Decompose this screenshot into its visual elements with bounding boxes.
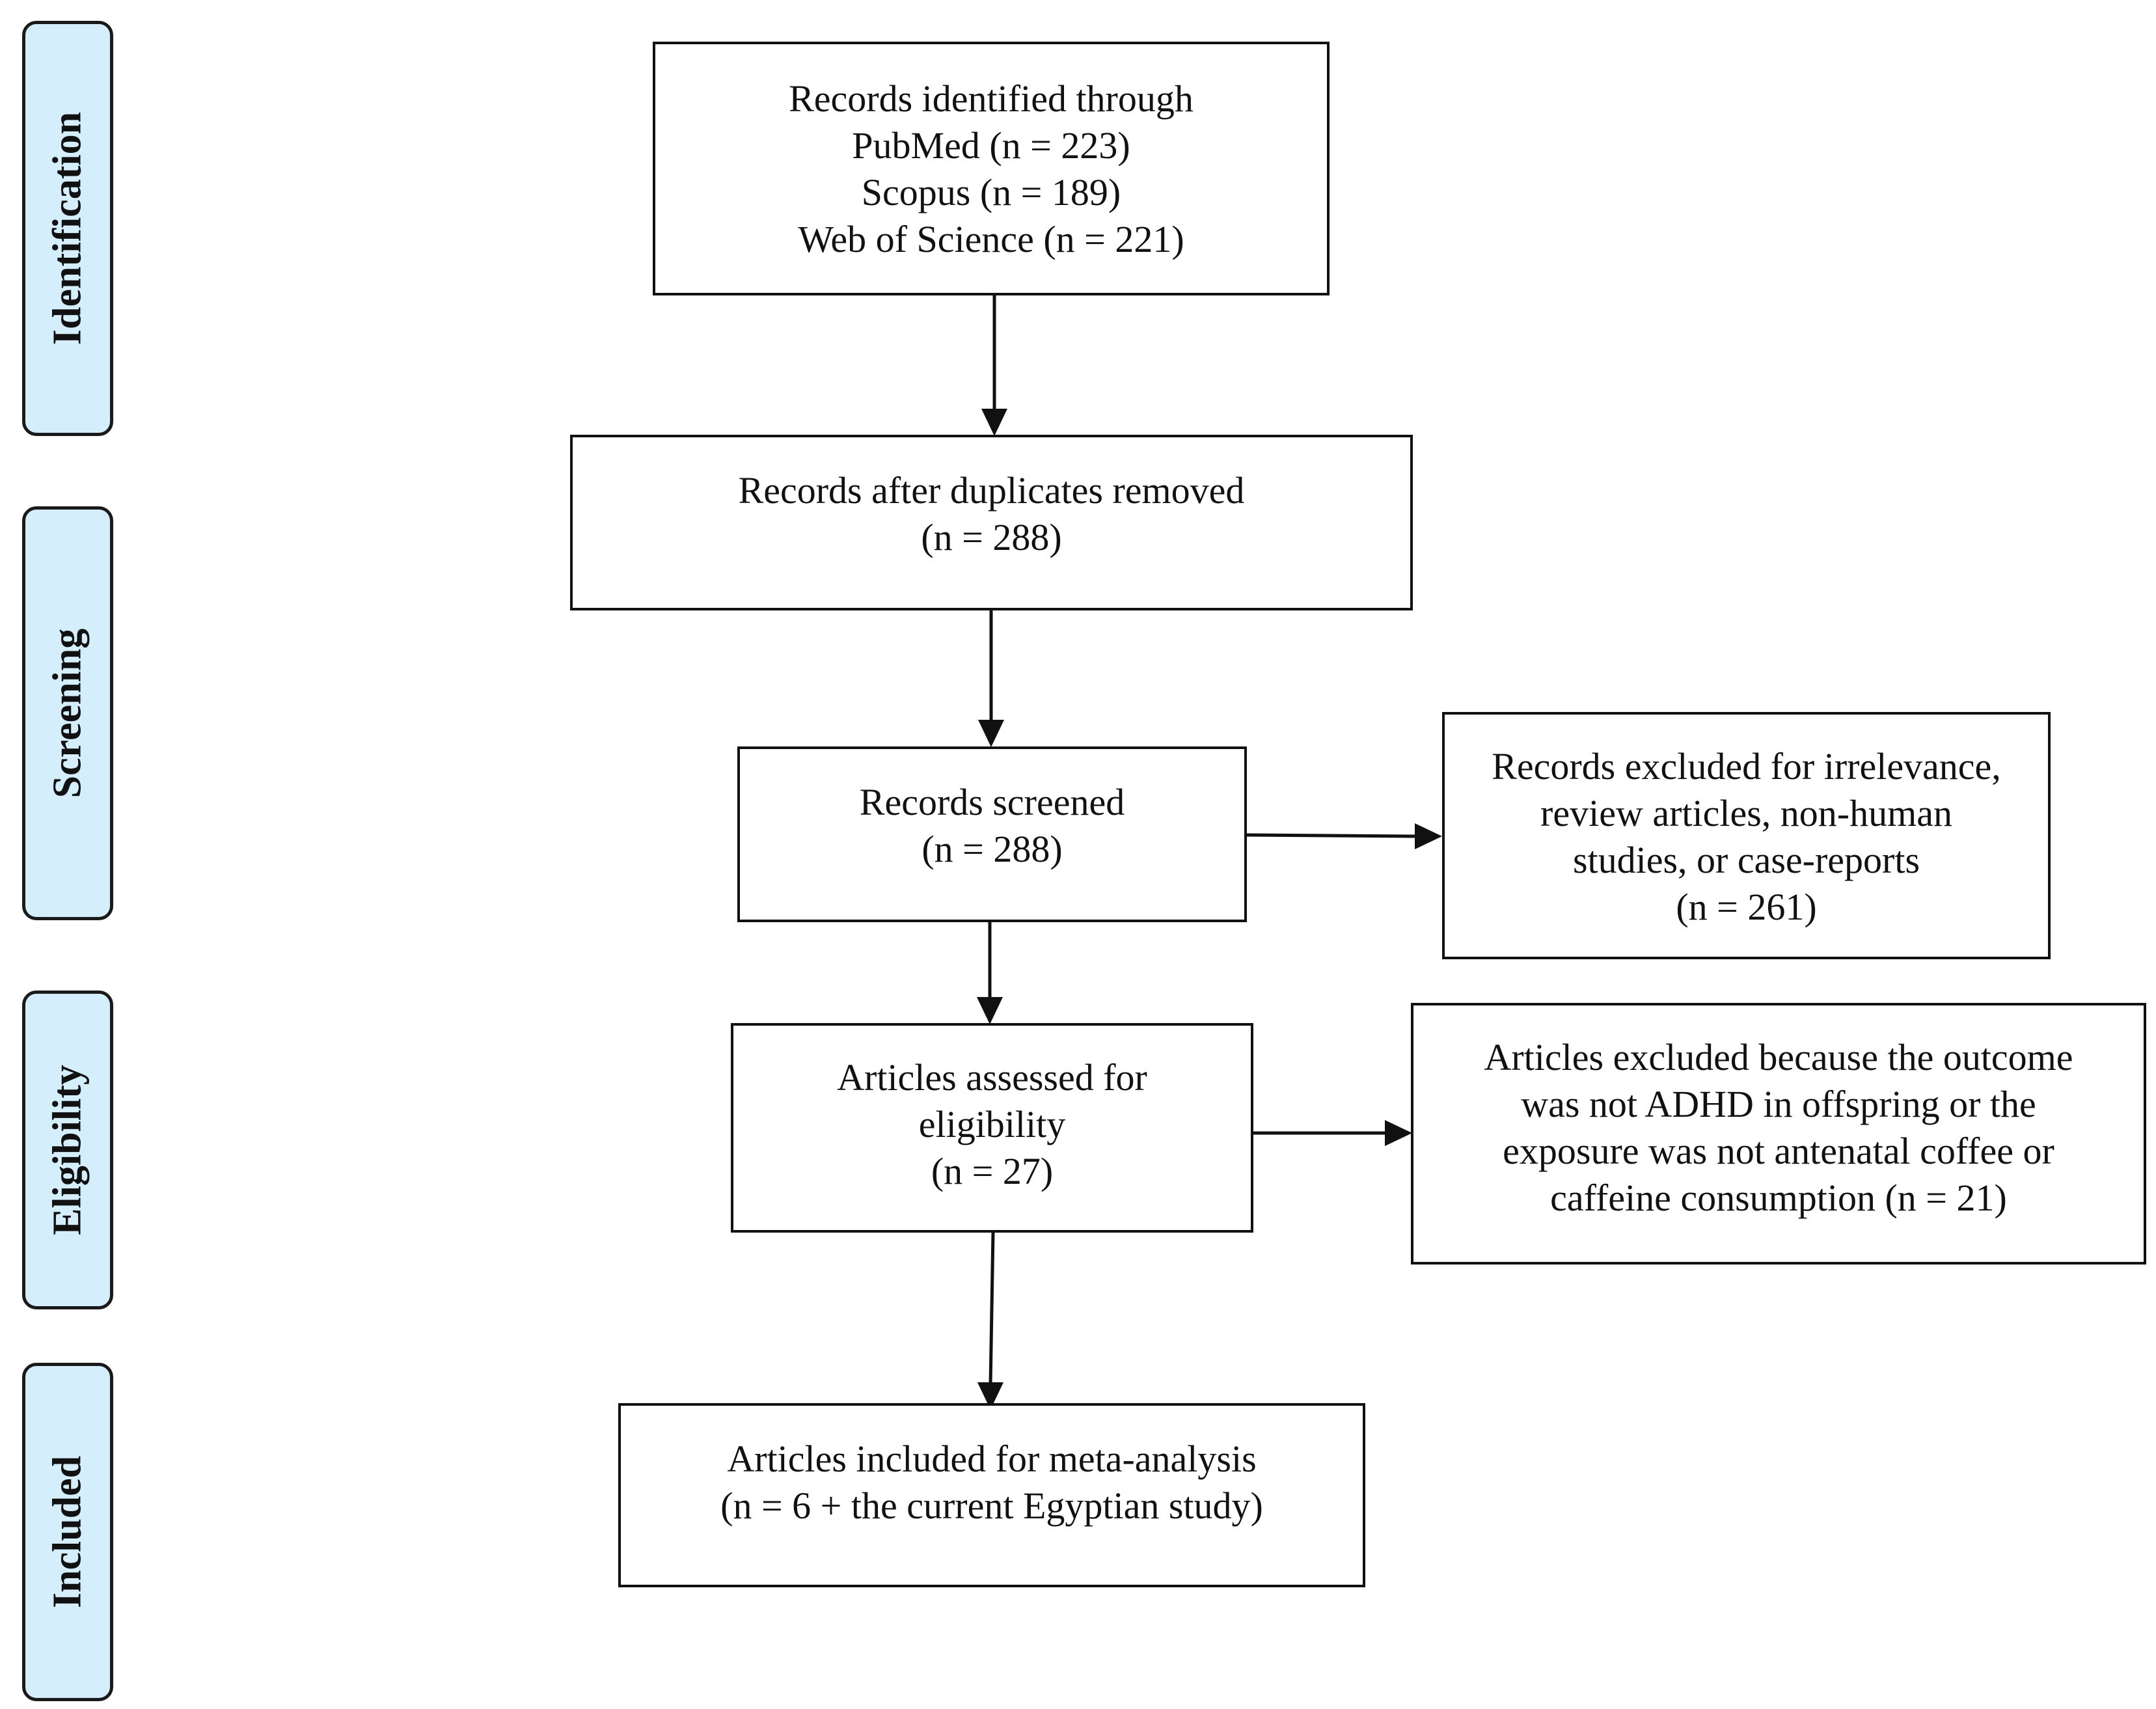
box-articles-eligibility: Articles assessed for eligibility (n = 2… (731, 1023, 1253, 1233)
box-records-screened-line-2: (n = 288) (921, 828, 1063, 870)
stage-identification: Identification (22, 21, 113, 436)
box-articles-eligibility-line-3: (n = 27) (931, 1150, 1054, 1192)
box-articles-excluded-eligibility-line-4: caffeine consumption (n = 21) (1550, 1177, 2007, 1219)
box-records-excluded-screening-line-4: (n = 261) (1676, 886, 1817, 928)
box-records-identified-line-2: PubMed (n = 223) (852, 124, 1130, 167)
arrowhead-deduplicated-to-screened (978, 720, 1004, 747)
box-records-excluded-screening-line-3: studies, or case-reports (1572, 839, 1920, 881)
box-articles-eligibility-line-1: Articles assessed for (837, 1056, 1147, 1099)
arrow-eligibility-to-included (989, 1231, 995, 1386)
box-records-identified-line-3: Scopus (n = 189) (861, 171, 1121, 213)
box-records-screened: Records screened (n = 288) (737, 746, 1247, 922)
arrowhead-eligibility-to-excluded (1385, 1120, 1412, 1146)
box-articles-excluded-eligibility: Articles excluded because the outcome wa… (1411, 1003, 2146, 1265)
box-records-deduplicated-line-1: Records after duplicates removed (738, 469, 1245, 512)
stage-screening: Screening (22, 506, 113, 920)
box-records-excluded-screening-line-2: review articles, non-human (1540, 792, 1952, 834)
box-records-identified: Records identified through PubMed (n = 2… (653, 42, 1330, 295)
arrowhead-screened-to-excluded (1415, 823, 1442, 849)
box-articles-excluded-eligibility-line-2: was not ADHD in offspring or the (1521, 1083, 2036, 1125)
box-articles-eligibility-line-2: eligibility (918, 1103, 1066, 1145)
arrowhead-identified-to-deduplicated (981, 409, 1007, 436)
stage-included: Included (22, 1363, 113, 1701)
box-records-screened-line-1: Records screened (859, 781, 1125, 823)
arrowhead-screened-to-eligibility (977, 997, 1003, 1024)
arrowhead-eligibility-to-included (977, 1382, 1003, 1410)
stage-eligibility: Eligibility (22, 991, 113, 1309)
box-articles-excluded-eligibility-line-1: Articles excluded because the outcome (1484, 1036, 2073, 1078)
box-articles-excluded-eligibility-line-3: exposure was not antenatal coffee or (1503, 1130, 2054, 1172)
box-articles-included: Articles included for meta-analysis (n =… (618, 1403, 1365, 1587)
box-records-deduplicated-line-2: (n = 288) (921, 516, 1062, 558)
box-records-identified-line-4: Web of Science (n = 221) (798, 218, 1184, 260)
box-records-excluded-screening: Records excluded for irrelevance, review… (1442, 712, 2051, 959)
box-articles-included-line-1: Articles included for meta-analysis (727, 1438, 1257, 1480)
box-records-excluded-screening-line-1: Records excluded for irrelevance, (1492, 745, 2001, 787)
box-records-identified-line-1: Records identified through (789, 77, 1194, 120)
box-records-deduplicated: Records after duplicates removed (n = 28… (570, 435, 1413, 610)
arrow-screened-to-excluded (1246, 833, 1418, 838)
box-articles-included-line-2: (n = 6 + the current Egyptian study) (720, 1484, 1263, 1527)
